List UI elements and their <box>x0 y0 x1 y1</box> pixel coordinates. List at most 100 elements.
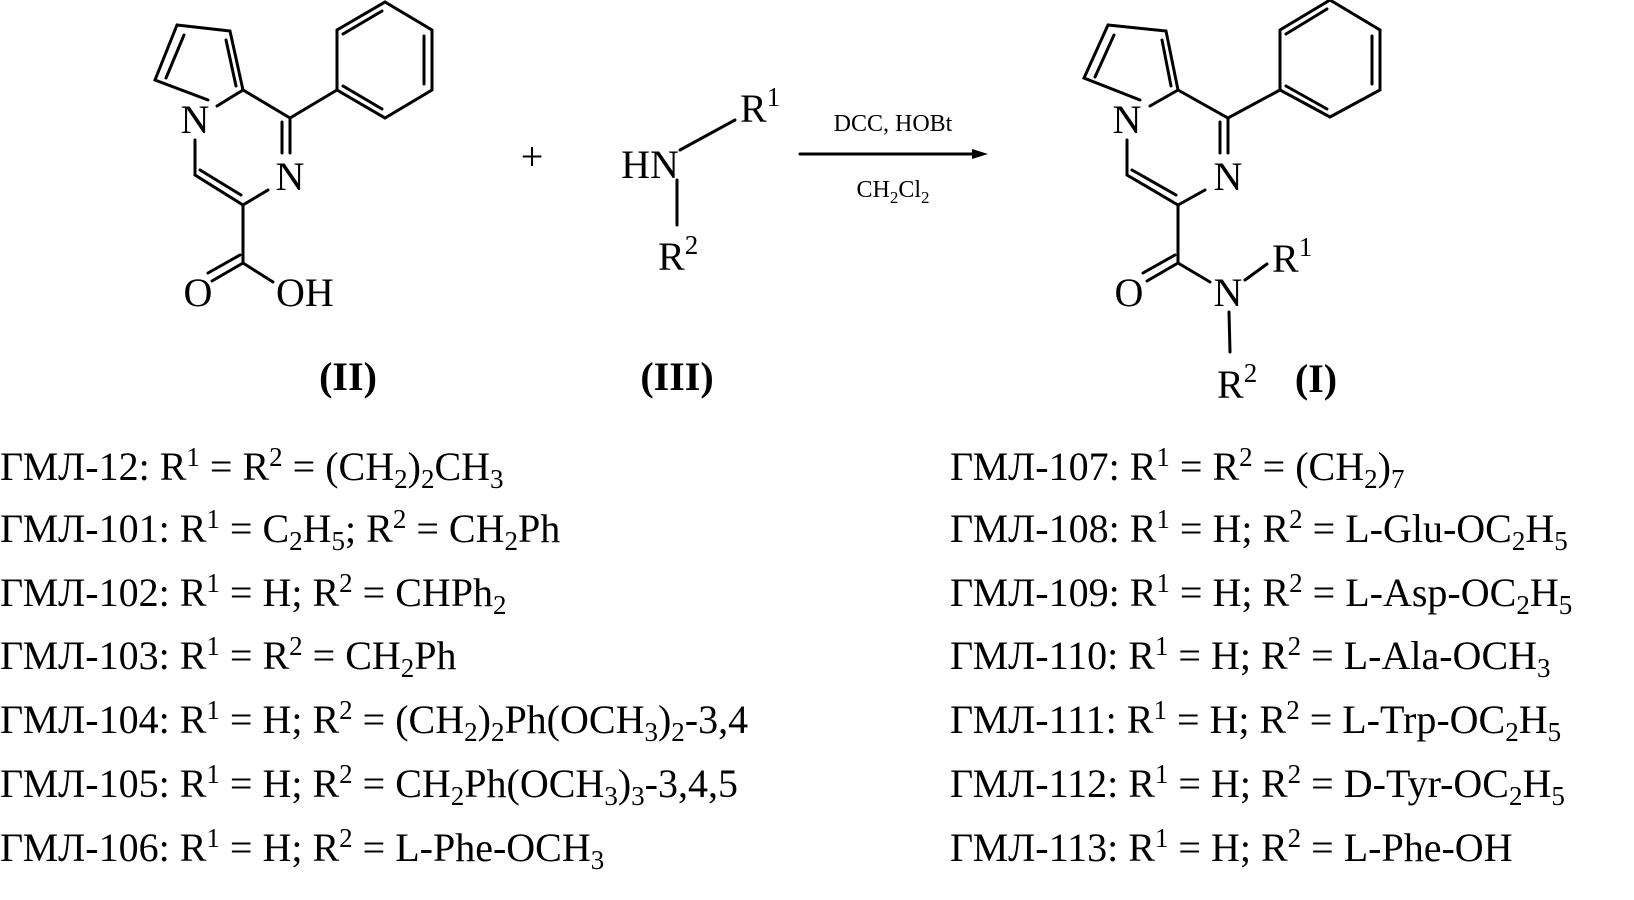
formula-segment: 2 <box>671 717 685 747</box>
product-structure: N N O N R1 R2 (I) <box>1081 0 1382 407</box>
formula-segment: ) <box>617 761 632 806</box>
formula-segment: H <box>1518 697 1548 742</box>
formula-segment: = CH <box>406 506 505 551</box>
formula-segment: CH <box>434 444 491 489</box>
formula-segment: 1 <box>206 504 220 534</box>
formula-segment: 2 <box>1287 631 1302 661</box>
formula-segment: ГМЛ-102: R <box>0 570 207 615</box>
acid-structure: N N O OH (II) <box>153 0 434 399</box>
atom-n-amide: N <box>1214 270 1243 315</box>
formula-segment: = CHPh <box>352 570 494 615</box>
formula-segment: H <box>1525 506 1555 551</box>
formula-segment: 2 <box>289 631 303 661</box>
formula-segment: 2 <box>1286 695 1300 725</box>
formula-segment: ГМЛ-107: R <box>950 444 1157 489</box>
r2-label: R2 <box>1217 358 1257 407</box>
compound-definition: ГМЛ-101: R1 = C2H5; R2 = CH2Ph <box>0 506 561 555</box>
formula-segment: = H; R <box>1169 570 1290 615</box>
formula-segment: 1 <box>1154 823 1169 853</box>
formula-segment: 2 <box>450 781 465 811</box>
formula-segment: 1 <box>1156 504 1170 534</box>
formula-segment: ГМЛ-113: R <box>950 825 1155 870</box>
formula-segment: 2 <box>289 526 303 556</box>
atom-o: O <box>1115 270 1144 315</box>
formula-segment: = CH <box>352 761 451 806</box>
formula-segment: 1 <box>1154 759 1169 789</box>
formula-segment: 7 <box>1390 464 1405 494</box>
formula-segment: H <box>302 506 332 551</box>
amine-structure: HN R1 R2 (III) <box>621 82 780 399</box>
formula-segment: 3 <box>631 781 645 811</box>
formula-segment: = C <box>219 506 290 551</box>
formula-segment: 2 <box>1508 781 1523 811</box>
formula-segment: ГМЛ-110: R <box>950 633 1155 678</box>
compound-definition: ГМЛ-111: R1 = H; R2 = L-Trp-OC2H5 <box>950 697 1561 746</box>
formula-segment: 2 <box>339 823 353 853</box>
compound-label-ii: (II) <box>319 354 377 399</box>
formula-segment: 1 <box>1154 631 1169 661</box>
atom-n: N <box>181 97 210 142</box>
formula-segment: 2 <box>1516 590 1530 620</box>
compound-definition: ГМЛ-102: R1 = H; R2 = CHPh2 <box>0 570 507 619</box>
formula-segment: 2 <box>1505 717 1519 747</box>
formula-segment: Ph <box>414 633 457 678</box>
formula-segment: = H; R <box>1168 825 1288 870</box>
atom-n: N <box>1214 154 1243 199</box>
formula-segment: = (CH <box>1252 444 1365 489</box>
formula-segment: = H; R <box>1168 633 1288 678</box>
formula-segment: = H; R <box>1166 697 1287 742</box>
formula-segment: 2 <box>1364 464 1378 494</box>
formula-segment: 2 <box>339 759 353 789</box>
formula-segment: 3 <box>644 717 658 747</box>
formula-segment: ; R <box>345 506 393 551</box>
formula-segment: ) <box>1377 444 1391 489</box>
formula-segment: 1 <box>206 695 220 725</box>
formula-segment: -3,4,5 <box>644 761 738 806</box>
formula-segment: Ph(OCH <box>504 697 645 742</box>
formula-segment: 3 <box>604 781 618 811</box>
formula-segment: H <box>1529 570 1559 615</box>
formula-segment: = R <box>1169 444 1240 489</box>
formula-segment: 1 <box>1156 442 1170 472</box>
formula-segment: = H; R <box>219 570 340 615</box>
compound-label-iii: (III) <box>640 354 713 399</box>
formula-segment: ГМЛ-101: R <box>0 506 207 551</box>
formula-segment: 2 <box>1239 442 1253 472</box>
formula-segment: 5 <box>1558 590 1573 620</box>
compound-definition: ГМЛ-108: R1 = H; R2 = L-Glu-OC2H5 <box>950 506 1568 555</box>
plus-sign: + <box>521 134 544 179</box>
compound-definition: ГМЛ-107: R1 = R2 = (CH2)7 <box>950 444 1404 493</box>
compound-label-i: (I) <box>1295 356 1337 401</box>
formula-segment: ГМЛ-109: R <box>950 570 1157 615</box>
formula-segment: ГМЛ-106: R <box>0 825 207 870</box>
compound-definition: ГМЛ-109: R1 = H; R2 = L-Asp-OC2H5 <box>950 570 1572 619</box>
compound-definition: ГМЛ-105: R1 = H; R2 = CH2Ph(OCH3)3-3,4,5 <box>0 761 738 810</box>
formula-segment: 5 <box>1551 781 1565 811</box>
compound-definition: ГМЛ-113: R1 = H; R2 = L-Phe-OH <box>950 825 1513 870</box>
formula-segment: ) <box>407 444 421 489</box>
compound-definition: ГМЛ-106: R1 = H; R2 = L-Phe-OCH3 <box>0 825 604 874</box>
formula-segment: 2 <box>420 464 435 494</box>
compound-definition: ГМЛ-104: R1 = H; R2 = (CH2)2Ph(OCH3)2-3,… <box>0 697 748 746</box>
r1-label: R1 <box>1272 232 1312 281</box>
formula-segment: 2 <box>1511 526 1526 556</box>
formula-segment: 5 <box>331 526 346 556</box>
formula-segment: 1 <box>1153 695 1167 725</box>
formula-segment: ) <box>657 697 672 742</box>
atom-hn: HN <box>621 142 679 187</box>
formula-segment: 2 <box>269 442 283 472</box>
formula-segment: 3 <box>490 464 504 494</box>
atom-oh: OH <box>276 270 334 315</box>
formula-segment: = H; R <box>219 761 340 806</box>
formula-segment: = H; R <box>219 697 340 742</box>
formula-segment: 2 <box>1289 504 1303 534</box>
formula-segment: ГМЛ-104: R <box>0 697 207 742</box>
formula-segment: = (CH <box>282 444 395 489</box>
formula-segment: Ph <box>517 506 561 551</box>
r2-label: R2 <box>658 230 698 279</box>
formula-segment: 5 <box>1554 526 1568 556</box>
formula-segment: 2 <box>490 717 505 747</box>
formula-segment: 2 <box>1289 568 1303 598</box>
formula-segment: = L-Ala-OCH <box>1301 633 1538 678</box>
